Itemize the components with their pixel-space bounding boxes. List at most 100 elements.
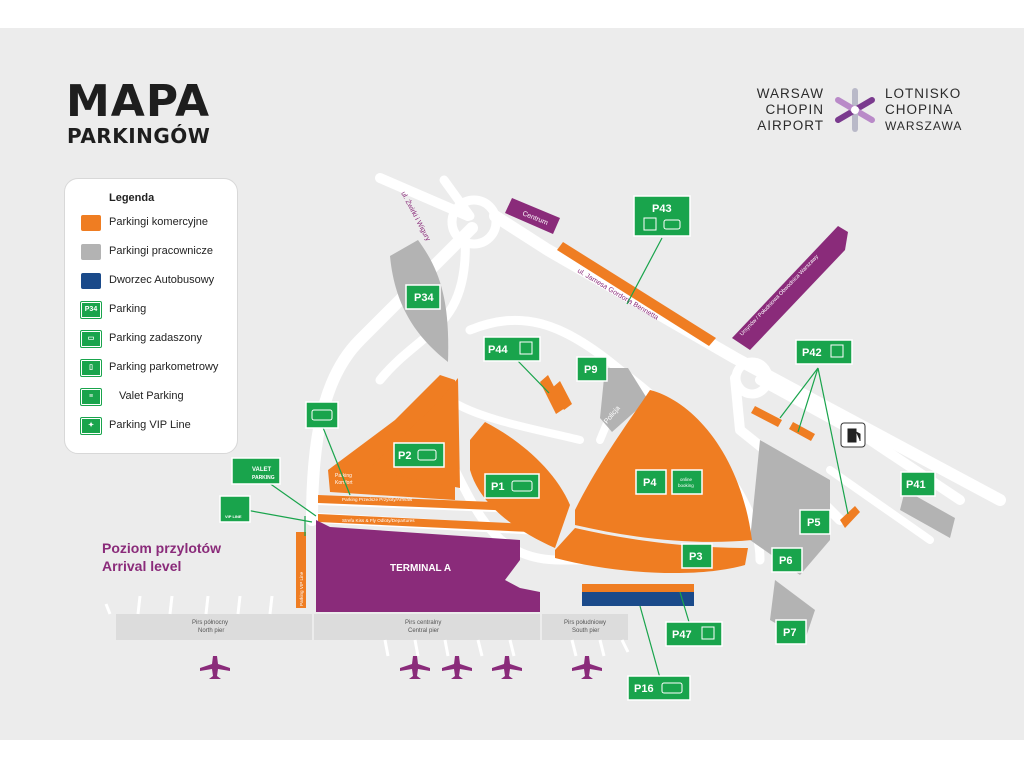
logo-en-line3: AIRPORT xyxy=(757,118,824,133)
arrival-level-en: Arrival level xyxy=(102,558,182,574)
legend-item-valet: ≡ Valet Parking xyxy=(80,388,233,406)
airplane-icon xyxy=(572,656,602,679)
kiss-fly-strip-label: Strefa Kiss & Fly Odloty/Departures xyxy=(342,518,415,523)
vip-line-strip xyxy=(296,532,306,608)
parking-label-p43[interactable] xyxy=(633,195,691,237)
airport-logo-icon xyxy=(835,88,875,132)
north-pier xyxy=(116,614,312,640)
bus-station-strip-top xyxy=(582,584,694,592)
legend-item-commercial: Parkingi komercyjne xyxy=(81,215,233,231)
bus-station xyxy=(582,592,694,606)
covered-parking-icon: ▭ xyxy=(80,330,102,348)
p3-text: P3 xyxy=(689,551,702,563)
valet-sign-text-1: VALET xyxy=(252,467,272,473)
map-title: MAPA xyxy=(66,76,211,127)
arrival-level-pl: Poziom przylotów xyxy=(102,540,221,556)
parking-label-p3[interactable] xyxy=(681,543,713,569)
parking-label-p44[interactable] xyxy=(483,336,541,362)
south-pier xyxy=(542,614,628,640)
terminal-a xyxy=(316,520,540,612)
legend-label: Parking VIP Line xyxy=(109,419,191,431)
vip-line-icon: ✦ xyxy=(80,417,102,435)
covered-parking-icon xyxy=(311,409,333,421)
p1-text: P1 xyxy=(491,481,504,493)
legend-label: Valet Parking xyxy=(119,390,184,402)
p42-strip-a xyxy=(751,406,782,427)
logo-pl-line2: CHOPINA xyxy=(885,102,954,117)
legend-item-vip: ✦ Parking VIP Line xyxy=(80,417,233,435)
ursynow-arrow xyxy=(732,226,848,350)
legend-panel: Legenda Parkingi komercyjne Parkingi pra… xyxy=(64,178,238,454)
map-subtitle: PARKINGÓW xyxy=(67,124,211,148)
legend-label: Parkingi pracownicze xyxy=(109,245,213,257)
legend-label: Parking parkometrowy xyxy=(109,361,219,373)
central-pier xyxy=(314,614,540,640)
airport-logo-pl: LOTNISKO CHOPINA WARSZAWA xyxy=(885,86,962,134)
parking-label-p5[interactable] xyxy=(799,509,831,535)
p41-text: P41 xyxy=(906,479,926,491)
parking-meter-icon: ▯ xyxy=(80,359,102,377)
parking-labels: P34 P43 P44 P9 P42 P2 P1 P4 online booki… xyxy=(219,195,936,701)
commercial-swatch xyxy=(81,215,101,231)
roundabout-east xyxy=(731,357,773,399)
vip-line-sign[interactable] xyxy=(219,495,251,523)
komfort-label-2: Komfort xyxy=(335,480,353,486)
parking-label-p7[interactable] xyxy=(775,619,807,645)
p2-text: P2 xyxy=(398,450,411,462)
valet-parking-icon: ≡ xyxy=(80,388,102,406)
p42-strip-b xyxy=(789,422,815,441)
bus-icon xyxy=(663,219,681,230)
arrivals-strip-label: Parking Przedsze Przyloty/Arrivals xyxy=(342,497,413,502)
jet-bridges xyxy=(104,595,630,657)
p6-text: P6 xyxy=(779,555,792,567)
staff-parking-p5-p6 xyxy=(750,440,830,575)
logo-en-line2: CHOPIN xyxy=(765,102,824,117)
parking-label-p34[interactable] xyxy=(405,284,441,310)
airplane-icon xyxy=(200,656,230,679)
police-building xyxy=(600,368,648,432)
staff-parking-p41 xyxy=(900,490,955,538)
parking-meter-icon xyxy=(643,217,657,231)
commercial-parking-p4 xyxy=(575,390,752,542)
parking-label-p41[interactable] xyxy=(900,471,936,497)
logo-pl-line1: LOTNISKO xyxy=(885,86,962,101)
airplane-icon xyxy=(442,656,472,679)
kiss-and-fly-strip xyxy=(318,514,530,532)
online-booking-badge[interactable] xyxy=(671,469,703,495)
p44-text: P44 xyxy=(488,344,508,356)
south-pier-pl: Pirs południowy xyxy=(564,620,606,626)
callout-lines xyxy=(245,237,849,679)
valet-parking-sign[interactable] xyxy=(231,457,281,485)
legend-label: Dworzec Autobusowy xyxy=(109,274,215,286)
legend-item-covered: ▭ Parking zadaszony xyxy=(80,330,233,348)
online-booking-text-1: online xyxy=(680,477,693,482)
staff-swatch xyxy=(81,244,101,260)
p4-text: P4 xyxy=(643,477,657,489)
central-pier-pl: Pirs centralny xyxy=(405,620,441,626)
parking-meter-icon xyxy=(701,626,715,640)
covered-parking-komfort-sign[interactable] xyxy=(305,401,339,429)
legend-label: Parkingi komercyjne xyxy=(109,216,209,228)
parking-meter-icon xyxy=(519,341,533,355)
legend-label: Parking xyxy=(109,303,147,315)
p43-text: P43 xyxy=(652,203,672,215)
parking-label-p6[interactable] xyxy=(771,547,803,573)
legend-title: Legenda xyxy=(109,192,155,204)
parking-label-p9[interactable] xyxy=(576,356,608,382)
arrivals-pickup-strip xyxy=(318,495,520,511)
p42-text: P42 xyxy=(802,347,822,359)
bus-icon xyxy=(661,682,683,694)
parking-label-p47[interactable] xyxy=(665,621,723,647)
vip-strip-label: Parking VIP Line xyxy=(299,571,304,606)
north-pier-pl: Pirs północny xyxy=(192,620,228,626)
parking-label-p4[interactable] xyxy=(635,469,667,495)
central-pier-en: Central pier xyxy=(408,628,439,634)
legend-item-meter: ▯ Parking parkometrowy xyxy=(80,359,233,377)
parking-label-p16[interactable] xyxy=(627,675,691,701)
p47-text: P47 xyxy=(672,629,692,641)
p34-text: P34 xyxy=(414,292,434,304)
centrum-arrow xyxy=(505,198,560,234)
vip-sign-text: VIP LINE xyxy=(225,514,242,519)
airplane-icons xyxy=(200,656,602,679)
